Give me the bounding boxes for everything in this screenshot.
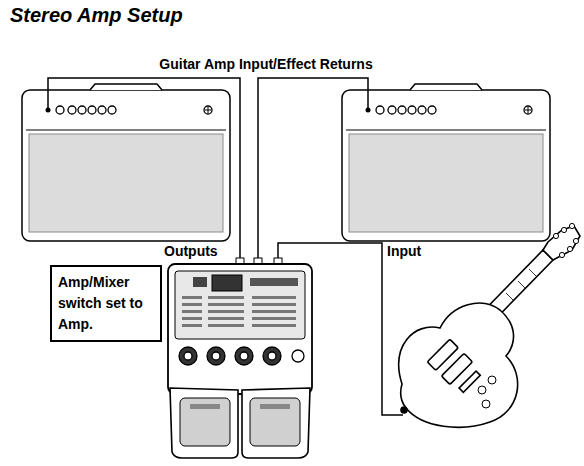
pedal-unit [212,352,220,360]
pedal-unit [170,388,238,458]
pedal-unit [182,296,202,299]
instrument-drawing [427,339,483,395]
pedal-unit [252,324,296,327]
instrument-drawing [399,223,580,427]
pedal-unit [184,352,192,360]
instrument-drawing [567,246,572,251]
pedal-unit [252,303,296,306]
combo-cabinet [22,84,230,241]
instrument-drawing [478,376,496,408]
pedal-unit [250,398,300,446]
pedal-unit [208,324,244,327]
pedal-unit [182,317,202,320]
instrument-drawing [561,227,566,232]
pedal-unit [252,310,296,313]
pedal-unit [193,277,207,287]
instrument-drawing [506,293,513,300]
instrument-drawing [488,376,496,384]
pedal-unit [208,310,244,313]
pedal-unit [250,278,298,286]
pedal-unit [190,404,220,409]
cable [48,78,240,262]
instrument-drawing [569,223,574,228]
instrument-drawing [543,226,580,260]
pedal-unit [263,347,281,365]
cable [258,78,368,262]
pedal-unit [182,310,202,313]
instrument-drawing [529,269,536,276]
pedal-unit [168,258,312,458]
pedal-unit [208,303,244,306]
pedal-unit [252,296,296,299]
pedal-unit [179,347,304,365]
instrument-drawing [553,233,558,238]
instrument-drawing [559,252,564,257]
pedal-unit [208,317,244,320]
pedal-unit [292,350,304,362]
pedal-unit [268,352,276,360]
signal-label: Input [387,243,421,259]
pedal-unit [168,264,312,394]
combo-cabinet [342,84,550,241]
callout-text: Amp/Mixer switch set to Amp. [58,272,154,335]
pedal-unit [242,388,310,458]
heading: Stereo Amp Setup [10,4,183,27]
pedal-unit [207,347,225,365]
pedal-unit [240,352,248,360]
pedal-unit [182,303,202,306]
pedal-unit [180,398,230,446]
instrument-drawing [399,303,518,427]
signal-label: Outputs [164,243,218,259]
callout-box: Amp/Mixer switch set to Amp. [50,265,162,342]
pedal-unit [235,347,253,365]
pedal-unit [212,275,242,291]
pedal-unit [182,296,296,327]
instrument-drawing [478,386,486,394]
pedal-unit [252,317,296,320]
cable [48,78,403,415]
pedal-unit [175,271,305,339]
pedal-unit [182,324,202,327]
signal-label: Guitar Amp Input/Effect Returns [126,56,406,72]
pedal-unit [179,347,197,365]
instrument-drawing [401,407,407,413]
pedal-unit [208,296,244,299]
instrument-drawing [482,400,490,408]
instrument-drawing [459,371,480,392]
instrument-drawing [518,281,525,288]
instrument-drawing [573,238,578,243]
instrument-drawing [553,223,578,257]
pedal-unit [260,404,290,409]
